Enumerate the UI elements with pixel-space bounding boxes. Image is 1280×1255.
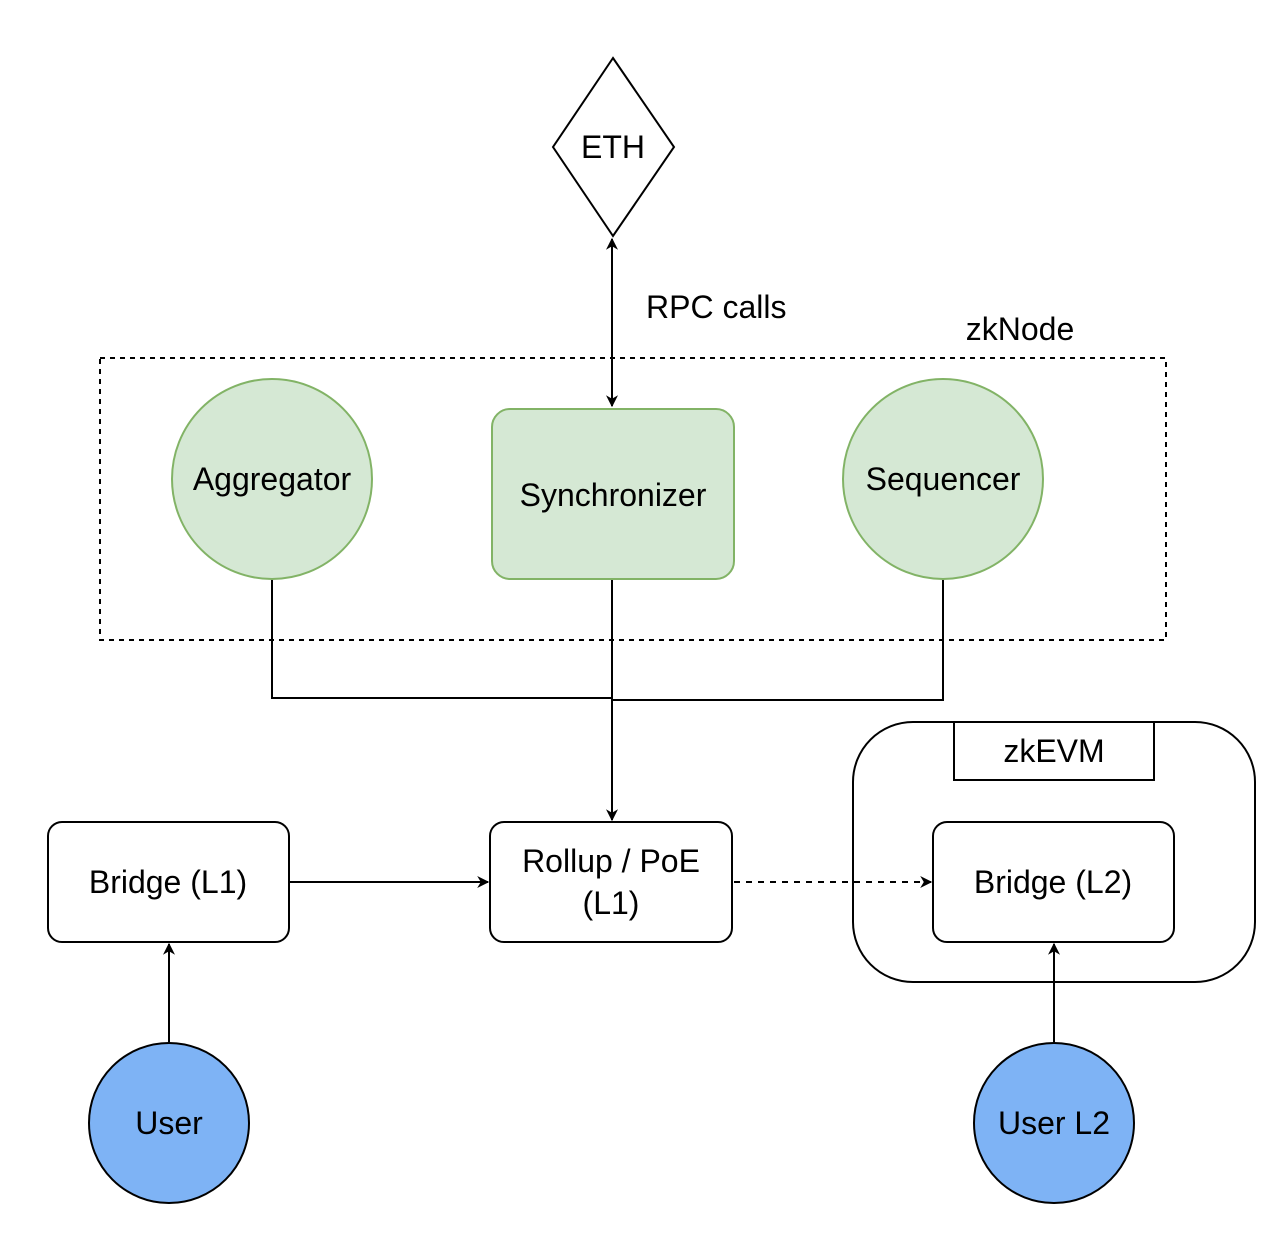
sequencer-label: Sequencer	[866, 461, 1021, 497]
zknode-label: zkNode	[966, 311, 1075, 347]
aggregator-node: Aggregator	[171, 378, 373, 580]
synchronizer-box	[491, 408, 735, 580]
bridge-l2-box	[932, 821, 1175, 943]
sequencer-circle	[842, 378, 1044, 580]
eth-label: ETH	[581, 129, 645, 165]
zknode-group: zkNode	[99, 311, 1167, 641]
bridge-l2-label: Bridge (L2)	[974, 864, 1132, 900]
rollup-node: Rollup / PoE (L1)	[489, 821, 733, 943]
eth-diamond	[551, 56, 676, 238]
rollup-label-line2: (L1)	[583, 885, 640, 921]
rollup-box	[489, 821, 733, 943]
rpc-calls-label: RPC calls	[646, 289, 786, 325]
user-label: User	[135, 1105, 203, 1141]
zkevm-title-box	[953, 721, 1155, 781]
aggregator-merge-edge	[271, 580, 612, 699]
zkevm-label: zkEVM	[1003, 733, 1104, 769]
eth-node: ETH	[551, 56, 676, 238]
rollup-label-line1: Rollup / PoE	[522, 843, 700, 879]
user-node: User	[88, 1042, 250, 1204]
bridge-l1-label: Bridge (L1)	[89, 864, 247, 900]
synchronizer-label: Synchronizer	[520, 477, 707, 513]
synchronizer-node: Synchronizer	[491, 408, 735, 580]
sequencer-node: Sequencer	[842, 378, 1044, 580]
aggregator-label: Aggregator	[193, 461, 352, 497]
user-l2-label: User L2	[998, 1105, 1110, 1141]
bridge-l2-node: Bridge (L2)	[932, 821, 1175, 943]
user-l2-circle	[973, 1042, 1135, 1204]
sequencer-merge-edge	[612, 580, 944, 701]
user-circle	[88, 1042, 250, 1204]
zknode-boundary	[99, 357, 1167, 641]
bridge-l1-node: Bridge (L1)	[47, 821, 290, 943]
connectors: RPC calls	[163, 237, 1060, 1042]
user-l2-node: User L2	[973, 1042, 1135, 1204]
aggregator-circle	[171, 378, 373, 580]
bridge-l1-box	[47, 821, 290, 943]
